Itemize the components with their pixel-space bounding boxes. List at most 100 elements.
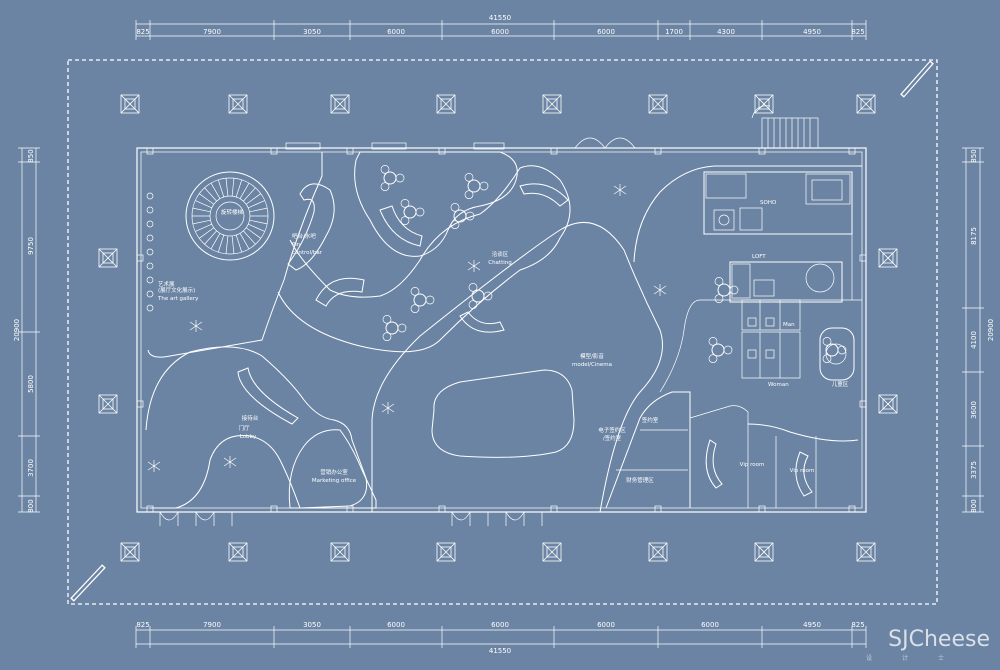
column: [436, 542, 456, 562]
column: [878, 248, 898, 268]
site-boundary: [67, 59, 938, 605]
stair-tread: [217, 179, 225, 198]
kids-area-label: 儿童区: [832, 380, 849, 388]
bottom-dim-8: 4950: [803, 621, 821, 629]
lobby-label-en: Lobby: [240, 434, 257, 440]
display-point: [146, 290, 154, 298]
marketing-office-label-cn: 营销办公室: [320, 468, 348, 476]
left-dim-1: 850: [27, 149, 35, 162]
left-dim-3: 5800: [27, 375, 35, 393]
art-gallery-label-en: The art gallery: [157, 296, 199, 302]
stair-tread: [243, 230, 256, 245]
soho-loft-rooms: SOHO LOFT: [703, 171, 853, 303]
column: [98, 394, 118, 414]
plant-icon: [467, 260, 481, 272]
top-dim-1: 825: [136, 28, 149, 36]
bottom-dim-1: 825: [136, 621, 149, 629]
top-total-dimension: 41550: [489, 14, 511, 22]
watermark-brand: SJCheese: [888, 627, 990, 652]
soho-label: SOHO: [760, 200, 777, 206]
column: [330, 94, 350, 114]
stair-tread: [210, 182, 221, 199]
bottom-dim-4: 6000: [387, 621, 405, 629]
stair-tread: [217, 234, 225, 253]
right-dimension-line: 850 8175 4100 3600 3375 800 20900: [962, 147, 995, 513]
stair-tread: [249, 207, 268, 213]
stair-tread: [204, 187, 217, 202]
stair-tread: [192, 219, 211, 225]
vip-room-1-label: Vip room: [740, 462, 765, 468]
model-cinema-label-cn: 模型/影音: [580, 352, 604, 360]
left-dim-5: 800: [27, 499, 35, 512]
wall-pillar: [550, 505, 558, 513]
stair-tread: [225, 178, 229, 197]
stair-tread: [231, 235, 235, 254]
column: [98, 248, 118, 268]
electronic-signing-label: 电子签约区: [598, 426, 626, 434]
bottom-total-dimension: 41550: [489, 647, 511, 655]
wall-pillar: [654, 505, 662, 513]
right-dim-1: 850: [970, 149, 978, 162]
men-toilet-label: Man: [783, 322, 795, 328]
column: [228, 94, 248, 114]
round-table: [822, 336, 847, 364]
right-dim-5: 3375: [970, 461, 978, 479]
entry-marker-top-right: [900, 60, 934, 98]
art-gallery-label-cn: 艺术展: [158, 280, 175, 288]
furniture: [237, 164, 855, 497]
right-dim-4: 3600: [970, 401, 978, 419]
chatting-label-cn: 洽谈区: [492, 250, 509, 258]
pin-bar-label-en1: Pin: [292, 242, 301, 248]
wall-pillar: [270, 505, 278, 513]
display-point: [146, 276, 154, 284]
top-dimension-line: 41550 825 7900 3050 6000 6000 6000 1700 …: [135, 14, 867, 40]
bottom-dim-9: 825: [851, 621, 864, 629]
stair-tread: [245, 227, 261, 239]
stair-tread: [195, 223, 212, 232]
column: [330, 542, 350, 562]
top-dim-3: 3050: [303, 28, 321, 36]
wall-pillar: [758, 505, 766, 513]
wall-pillar: [136, 400, 144, 408]
wall-pillar: [550, 147, 558, 155]
round-table: [380, 164, 405, 192]
display-point: [146, 262, 154, 270]
bottom-dim-6: 6000: [597, 621, 615, 629]
chatting-label-en: Chatting: [488, 260, 512, 266]
stair-tread: [231, 178, 235, 197]
wall-pillar: [859, 400, 867, 408]
right-dim-2: 8175: [970, 227, 978, 245]
spiral-stair: 旋转楼梯: [185, 171, 275, 261]
pin-bar-label-cn: 吧台/水吧: [292, 232, 316, 240]
marketing-office-label-en: Marketing office: [312, 478, 357, 484]
top-dim-8: 4300: [717, 28, 735, 36]
column: [754, 542, 774, 562]
display-point: [146, 192, 154, 200]
wall-pillar: [346, 147, 354, 155]
stair-tread: [248, 223, 265, 232]
round-table: [468, 282, 493, 310]
stair-tread: [249, 219, 268, 225]
exterior-stair: [751, 105, 819, 149]
round-table: [410, 286, 435, 314]
round-table: [400, 198, 425, 226]
top-dim-9: 4950: [803, 28, 821, 36]
left-dimension-line: 20900 850 9750 5800 3700 800: [13, 147, 40, 513]
wall-pillar: [848, 147, 856, 155]
left-dim-2: 9750: [27, 237, 35, 255]
column: [648, 94, 668, 114]
stair-tread: [235, 179, 243, 198]
column: [120, 542, 140, 562]
column: [648, 542, 668, 562]
model-cinema-label-en: model/Cinema: [572, 362, 612, 368]
entrance-doors: [159, 511, 543, 526]
vip-room-2-label: Vip room: [790, 468, 815, 474]
zone-labels: 艺术展 (展厅文化展示) The art gallery 吧台/水吧 Pin c…: [157, 232, 849, 484]
structural-columns: [98, 94, 898, 562]
column: [878, 394, 898, 414]
column: [228, 542, 248, 562]
signing-room-label: 签约室: [642, 416, 659, 424]
top-dim-2: 7900: [203, 28, 221, 36]
display-point: [146, 304, 154, 312]
bottom-dim-2: 7900: [203, 621, 221, 629]
